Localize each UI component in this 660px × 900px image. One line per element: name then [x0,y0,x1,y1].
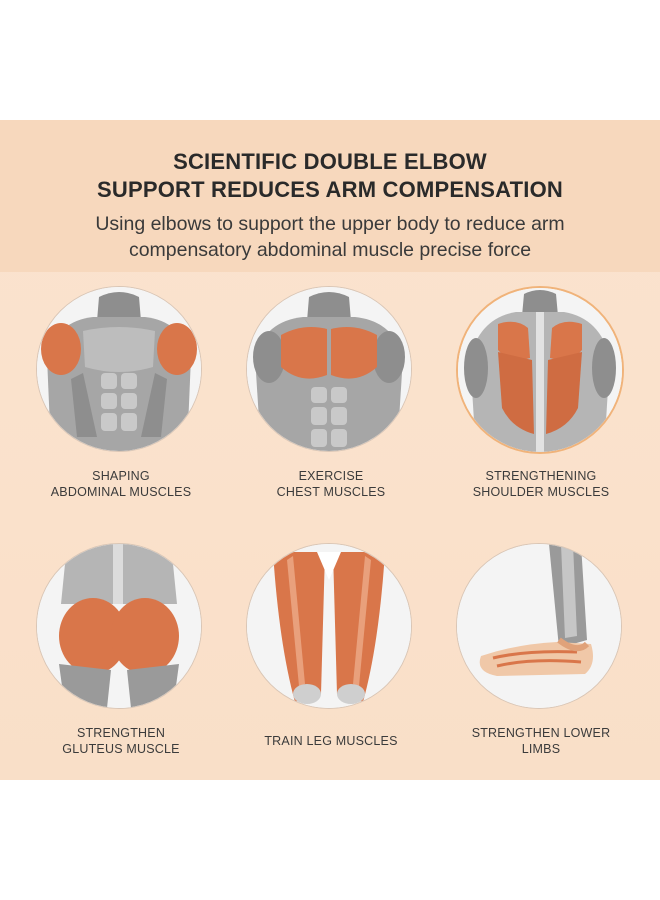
subtitle-line-1: Using elbows to support the upper body t… [95,213,565,235]
card-label-line-1: EXERCISE [298,469,364,483]
subtitle-line-2: compensatory abdominal muscle precise fo… [128,239,532,261]
header-band [0,120,660,272]
lower-limbs-illustration [456,543,622,709]
card-label: STRENGTHENING SHOULDER MUSCLES [436,468,646,500]
card-label: STRENGTHEN GLUTEUS MUSCLE [16,725,226,757]
card-label-line-2: SHOULDER MUSCLES [472,485,610,499]
card-label: STRENGTHEN LOWER LIMBS [436,725,646,757]
chest-muscles-illustration [246,286,412,452]
title-line-2: SUPPORT REDUCES ARM COMPENSATION [97,177,563,202]
card-label-line-2: LIMBS [521,742,561,756]
card-label: EXERCISE CHEST MUSCLES [226,468,436,500]
leg-muscles-illustration [246,543,412,709]
card-label-line-1: TRAIN LEG MUSCLES [264,734,398,748]
card-label-line-1: STRENGTHENING [485,469,597,483]
card-label-line-1: SHAPING [92,469,150,483]
gluteus-muscle-illustration [36,543,202,709]
abdominal-muscles-illustration [36,286,202,452]
card-label-line-2: GLUTEUS MUSCLE [62,742,180,756]
title-line-1: SCIENTIFIC DOUBLE ELBOW [173,149,487,174]
card-label-line-2: ABDOMINAL MUSCLES [50,485,192,499]
feature-panel: SCIENTIFIC DOUBLE ELBOW SUPPORT REDUCES … [0,120,660,780]
back-shoulder-muscles-illustration [456,286,624,454]
card-label-line-1: STRENGTHEN [76,726,166,740]
card-label-line-2: CHEST MUSCLES [276,485,386,499]
card-label-line-1: STRENGTHEN LOWER [471,726,611,740]
card-label: SHAPING ABDOMINAL MUSCLES [16,468,226,500]
card-label: TRAIN LEG MUSCLES [226,733,436,749]
